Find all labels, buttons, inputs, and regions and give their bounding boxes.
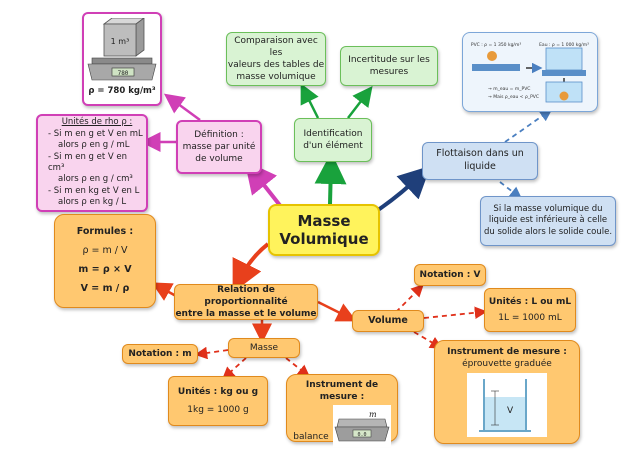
identification-line: d'un élément <box>303 141 363 151</box>
dashed-masse-to-instrument <box>285 357 311 378</box>
arrow-to-flottaison <box>376 165 431 212</box>
definition-box: Définition : masse par unité de volume <box>176 120 262 174</box>
volume-label: Volume <box>368 314 408 326</box>
cube-label: 1 m³ <box>111 37 130 46</box>
unites-masse-line1: Unités : kg ou g <box>177 386 259 397</box>
density-caption: ρ = 780 kg/m³ <box>88 86 156 96</box>
rho-units-line: - Si m en kg et V en L <box>48 185 140 196</box>
dashed-flottaison-to-rule <box>499 181 523 200</box>
arrow-definition-to-image <box>163 93 201 122</box>
relation-line: entre la masse et le volume <box>175 309 317 320</box>
identification-line: Identification <box>303 128 363 139</box>
definition-line: Définition : <box>194 129 244 140</box>
balance-display: 0.0 <box>357 432 366 438</box>
formula-density: ρ = m / V <box>82 245 128 257</box>
identification-box: Identification d'un élément <box>294 118 372 162</box>
instrument-volume-name: éprouvette graduée <box>462 359 552 370</box>
masse-label: Masse <box>249 342 279 353</box>
flottaison-label-right: Eau : ρ = 1 000 kg/m³ <box>539 42 589 48</box>
graduated-cylinder-illustration: V <box>467 373 547 438</box>
density-image-box: 1 m³ 780 ρ = 780 kg/m³ <box>82 12 162 106</box>
dashed-volume-to-unites <box>423 306 488 320</box>
masse-box: Masse <box>228 338 300 358</box>
rho-units-line: alors ρ en kg / L <box>58 197 127 208</box>
center-concept-box: Masse Volumique <box>268 204 380 256</box>
arrow-ident-to-comparaison <box>300 83 320 119</box>
formules-box: Formules : ρ = m / V m = ρ × V V = m / ρ <box>54 214 156 308</box>
unites-masse-box: Unités : kg ou g 1kg = 1000 g <box>168 376 268 426</box>
rho-units-title: Unités de rho ρ : <box>61 117 133 128</box>
rho-units-box: Unités de rho ρ : - Si m en g et V en mL… <box>36 114 148 212</box>
flottaison-illustration: PVC : ρ = 1 350 kg/m³ Eau : ρ = 1 000 kg… <box>471 42 589 103</box>
scale-display: 780 <box>118 70 129 77</box>
balance-illustration: 0.0 m <box>332 405 391 448</box>
formula-mass: m = ρ × V <box>78 264 132 275</box>
comparaison-box: Comparaison avec les valeurs des tables … <box>226 32 326 86</box>
unites-masse-line2: 1kg = 1000 g <box>187 405 249 415</box>
instrument-masse-title: Instrument de mesure : <box>305 380 379 403</box>
incertitude-line: mesures <box>369 67 409 77</box>
notation-volume-label: Notation : V <box>419 269 481 280</box>
dashed-masse-to-notation <box>194 346 229 360</box>
instrument-masse-name: balance <box>293 432 329 443</box>
flottaison-image-box: PVC : ρ = 1 350 kg/m³ Eau : ρ = 1 000 kg… <box>462 32 598 112</box>
arrow-ident-to-incertitude <box>347 86 373 119</box>
arrow-relation-to-formules <box>151 282 177 301</box>
flottaison-rule-line: du solide alors le solide coule. <box>483 226 613 237</box>
relation-box: Relation de proportionnalité entre la ma… <box>174 284 318 320</box>
instrument-volume-title: Instrument de mesure : <box>447 347 567 357</box>
unites-volume-line1: Unités : L ou mL <box>488 296 572 307</box>
arrow-to-definition <box>244 160 284 210</box>
flottaison-bottom-line: → Mais ρ_eau < ρ_PVC <box>488 94 539 100</box>
flottaison-rule-line: liquide est inférieure à celle <box>488 215 608 226</box>
flottaison-bottom-line: → m_eau = m_PVC <box>488 86 530 92</box>
formula-volume: V = m / ρ <box>80 282 130 294</box>
scale-cube-illustration: 1 m³ 780 <box>87 18 157 81</box>
notation-masse-label: Notation : m <box>128 348 192 359</box>
flottaison-rule-line: Si la masse volumique du <box>493 203 603 214</box>
notation-masse-box: Notation : m <box>122 344 198 364</box>
flottaison-line: liquide <box>464 161 496 172</box>
unites-volume-box: Unités : L ou mL 1L = 1000 mL <box>484 288 576 332</box>
rho-units-line: alors ρ en g / cm³ <box>58 174 133 185</box>
flottaison-box: Flottaison dans un liquide <box>422 142 538 180</box>
definition-line: de volume <box>195 154 243 165</box>
comparaison-line: masse volumique <box>236 72 316 83</box>
instrument-masse-box: Instrument de mesure : balance 0.0 m <box>286 374 398 448</box>
formules-title: Formules : <box>76 226 134 238</box>
dashed-flottaison-to-image <box>504 108 553 143</box>
balance-mass-label: m <box>369 410 377 419</box>
arrow-to-identification <box>314 152 347 205</box>
center-title-line: Masse <box>297 212 351 230</box>
arrow-to-relation <box>232 242 270 293</box>
unites-volume-line2: 1L = 1000 mL <box>498 313 562 323</box>
incertitude-box: Incertitude sur les mesures <box>340 46 438 86</box>
notation-volume-box: Notation : V <box>414 264 486 286</box>
dashed-volume-to-instrument <box>413 331 443 349</box>
comparaison-line: valeurs des tables de <box>227 60 325 70</box>
cylinder-label: V <box>507 406 514 416</box>
dashed-masse-to-unites <box>221 357 247 380</box>
flottaison-line: Flottaison dans un <box>436 148 524 160</box>
incertitude-line: Incertitude sur les <box>348 54 430 65</box>
rho-units-line: alors ρ en g / mL <box>58 140 130 151</box>
arrow-relation-to-volume <box>317 300 357 322</box>
flottaison-rule-box: Si la masse volumique du liquide est inf… <box>480 196 616 246</box>
flottaison-label-left: PVC : ρ = 1 350 kg/m³ <box>471 42 521 48</box>
center-title-line: Volumique <box>279 230 369 248</box>
volume-box: Volume <box>352 310 424 332</box>
instrument-volume-box: Instrument de mesure : éprouvette gradué… <box>434 340 580 444</box>
definition-line: masse par unité <box>182 141 256 152</box>
relation-line: Relation de proportionnalité <box>204 284 288 307</box>
rho-units-line: - Si m en g et V en mL <box>48 128 143 139</box>
comparaison-line: Comparaison avec les <box>234 35 318 58</box>
dashed-volume-to-notation <box>395 284 424 313</box>
rho-units-line: - Si m en g et V en cm³ <box>48 151 128 173</box>
